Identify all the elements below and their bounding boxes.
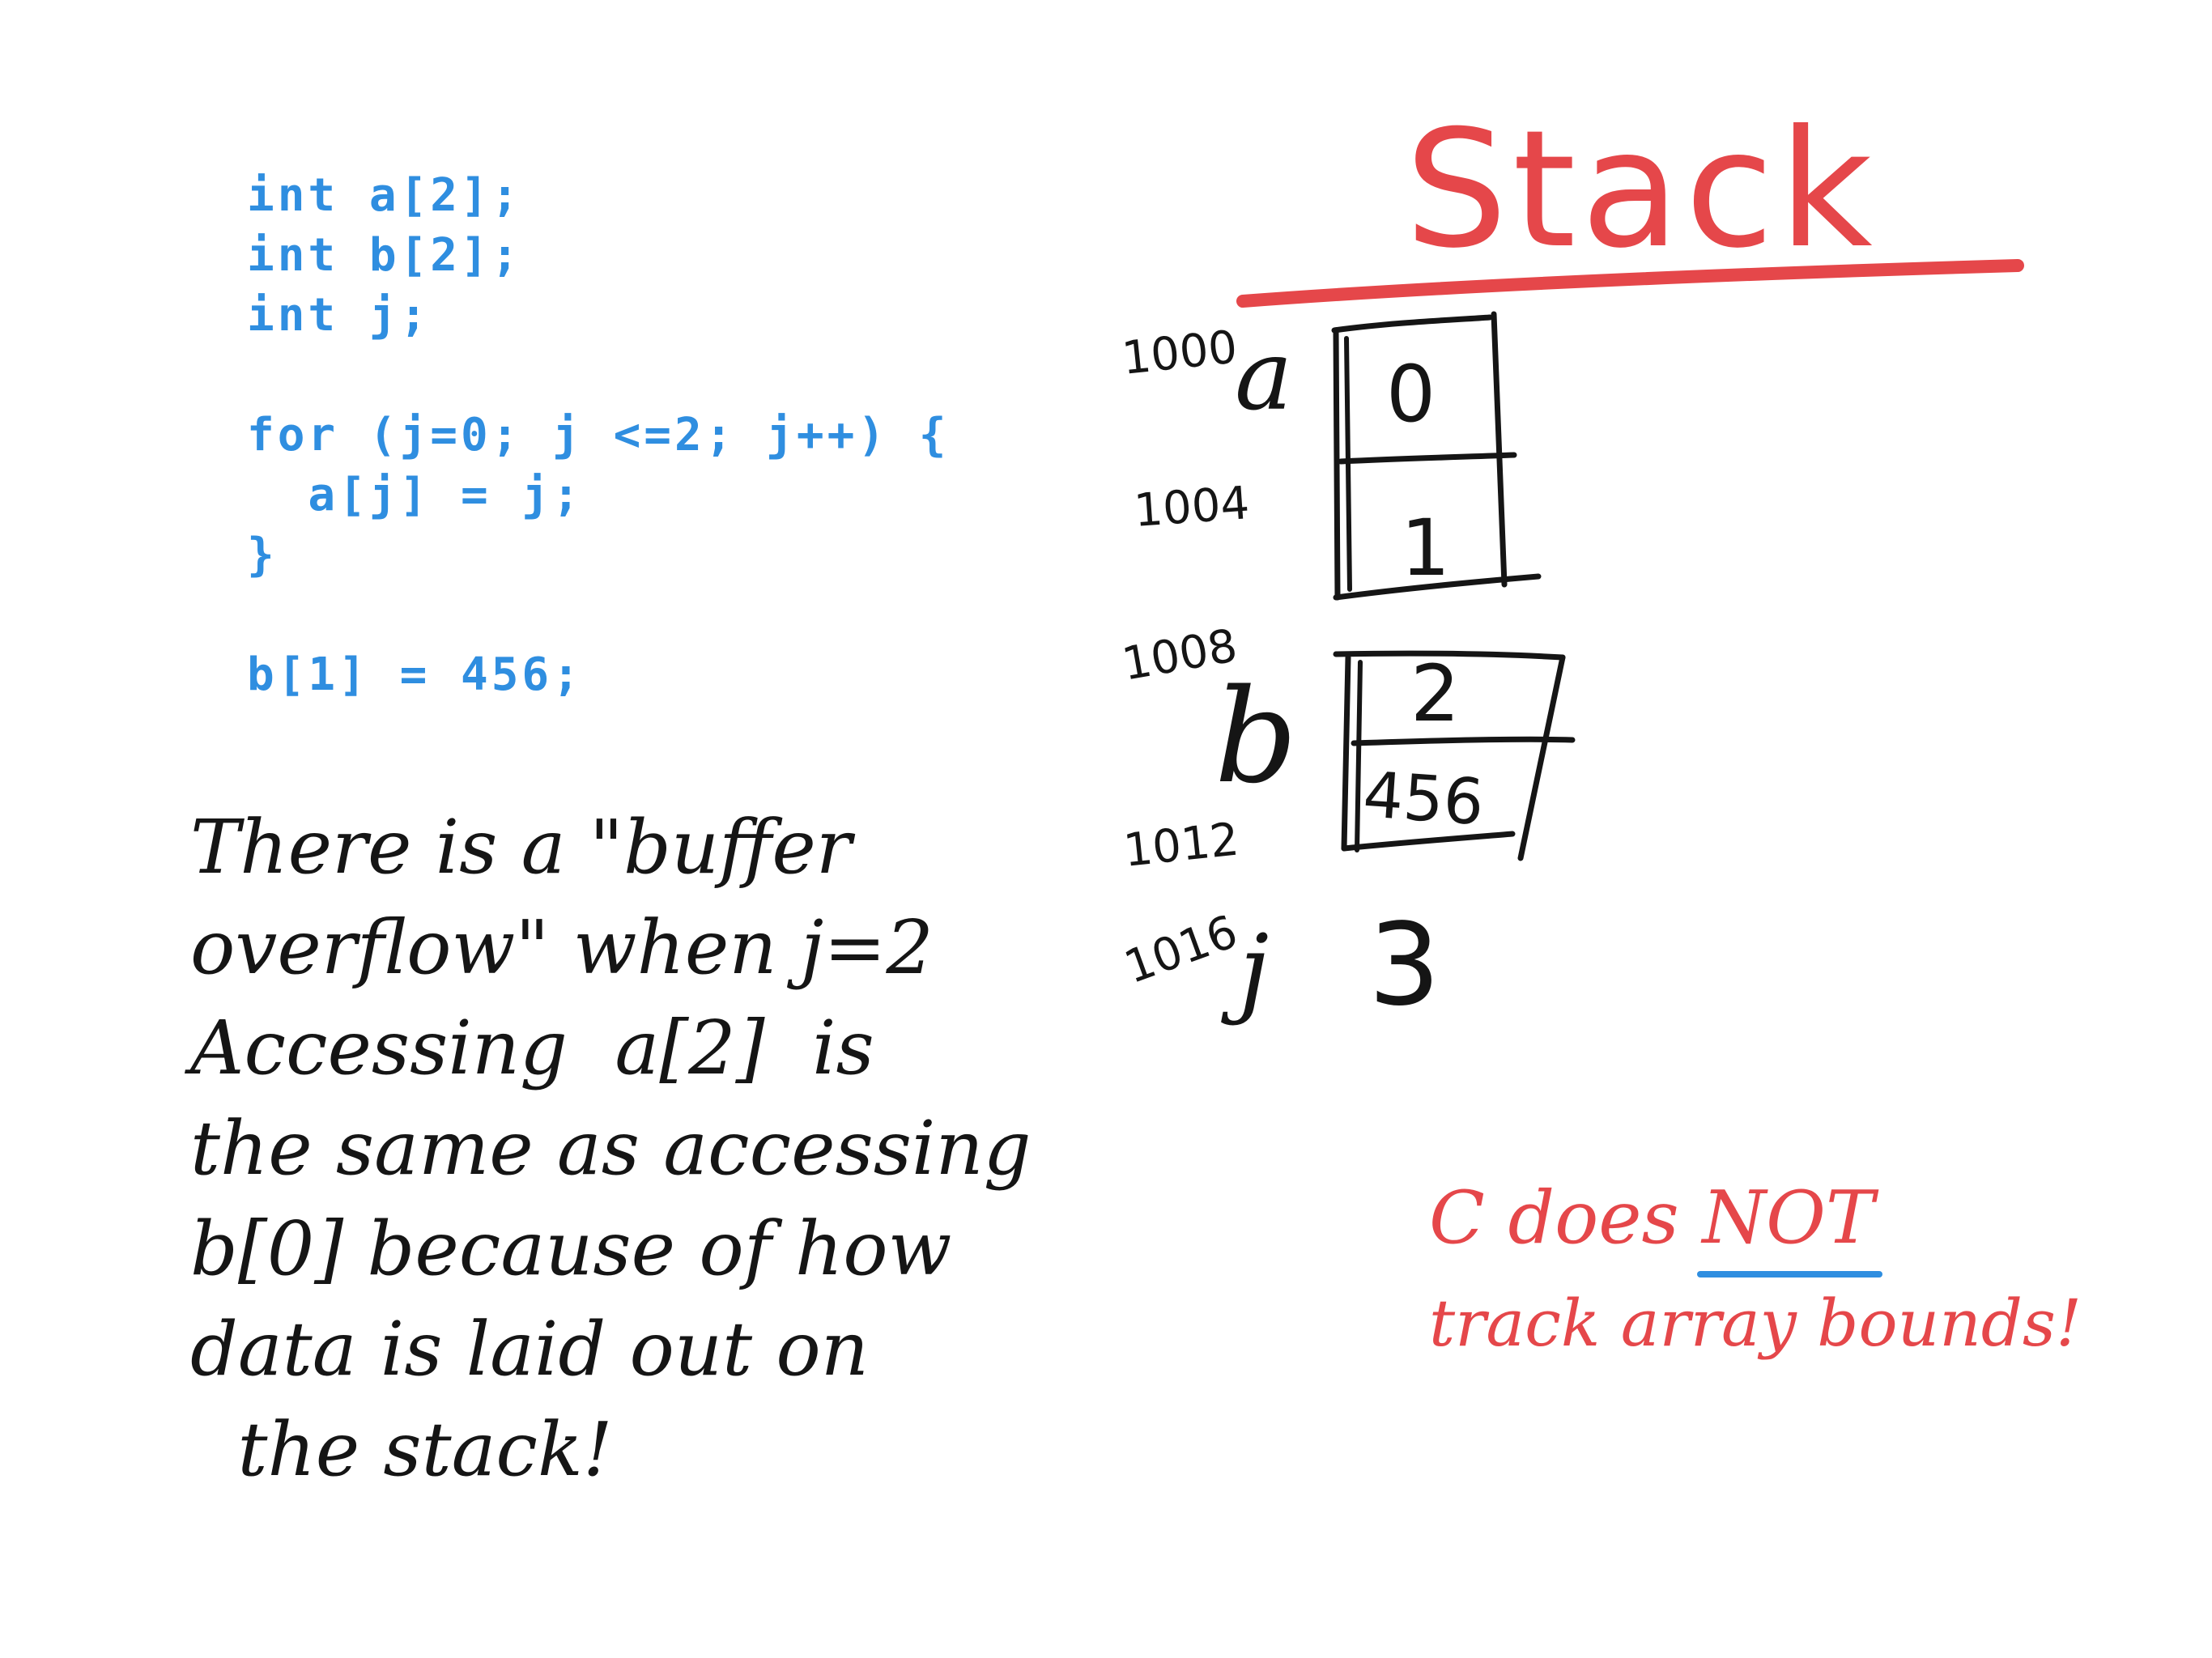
- explanation-line: Accessing a[2] is: [190, 1005, 874, 1091]
- explanation-line: overflow" when j=2: [190, 904, 934, 991]
- cell-value: 456: [1361, 759, 1487, 840]
- code-line: for (j=0; j <=2; j++) {: [247, 409, 950, 461]
- code-line: int a[2];: [247, 169, 522, 222]
- explanation-line: the stack!: [190, 1406, 613, 1493]
- code-line: int j;: [247, 289, 431, 342]
- variable-name: b: [1214, 661, 1297, 812]
- explanation-line: b[0] because of how: [190, 1205, 952, 1292]
- warning-emphasis-text: NOT: [1702, 1175, 1874, 1261]
- explanation-note: There is a "buffer overflow" when j=2 Ac…: [190, 797, 1032, 1500]
- explanation-line: the same as accessing: [190, 1105, 1032, 1192]
- cell-value: 1: [1401, 503, 1450, 593]
- warning-note: C does NOT track array bounds!: [1429, 1166, 2082, 1376]
- code-line: int b[2];: [247, 229, 522, 282]
- cell-value: 2: [1410, 648, 1460, 739]
- warning-line-2: track array bounds!: [1429, 1286, 2082, 1361]
- code-line: }: [247, 529, 278, 581]
- code-line: b[1] = 456;: [247, 648, 583, 701]
- variable-name: a: [1235, 320, 1293, 432]
- address-label: 1000: [1120, 321, 1240, 385]
- explanation-line: There is a "buffer: [190, 804, 852, 891]
- emphasis-underline: [1697, 1271, 1882, 1278]
- address-label: 1016: [1118, 905, 1244, 994]
- warning-prefix: C does: [1429, 1175, 1703, 1261]
- address-label: 1012: [1121, 813, 1242, 878]
- array-a-box: [1331, 311, 1542, 601]
- array-b-box: [1333, 650, 1576, 861]
- warning-emphasis: NOT: [1697, 1166, 1882, 1278]
- code-block: int a[2]; int b[2]; int j; for (j=0; j <…: [247, 166, 949, 705]
- stack-title-underline: [1236, 259, 2024, 308]
- cell-value: 3: [1368, 899, 1440, 1031]
- stack-title: Stack: [1405, 96, 1878, 284]
- cell-value: 0: [1386, 349, 1436, 440]
- code-line: a[j] = j;: [247, 469, 583, 521]
- explanation-line: data is laid out on: [190, 1306, 870, 1392]
- address-label: 1004: [1132, 477, 1251, 538]
